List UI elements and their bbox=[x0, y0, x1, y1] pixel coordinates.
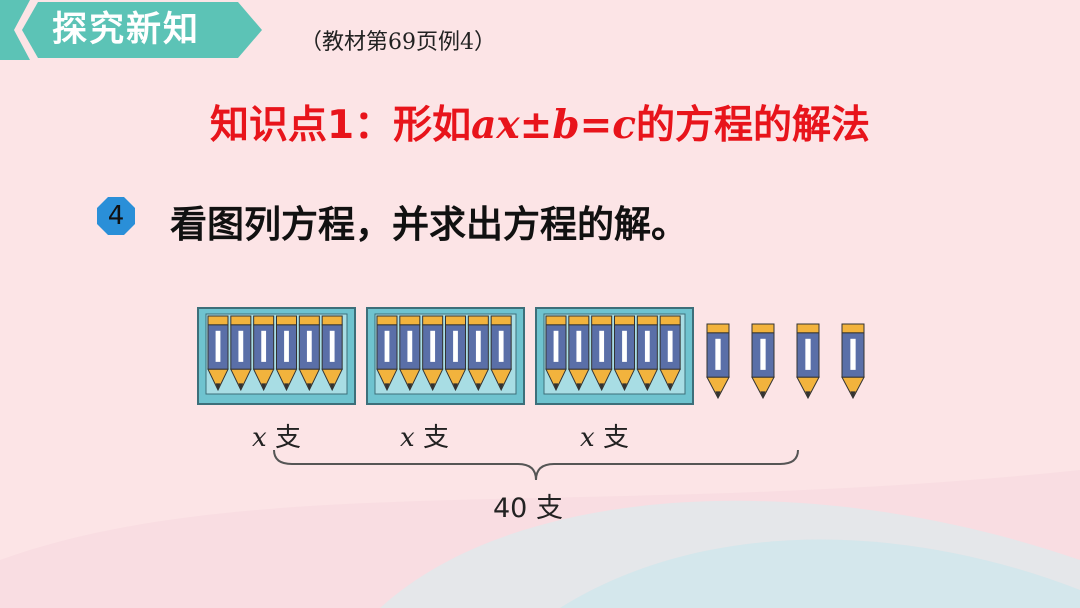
problem-text: 看图列方程，并求出方程的解。 bbox=[170, 203, 688, 246]
pencil bbox=[321, 315, 343, 392]
title-var-b: b bbox=[552, 102, 580, 148]
pencil-boxes-illustration bbox=[197, 307, 865, 405]
pencil bbox=[613, 315, 636, 392]
box-label-3: x 支 bbox=[580, 417, 629, 454]
pencil bbox=[298, 315, 321, 392]
loose-pencil bbox=[796, 323, 820, 400]
pencil bbox=[230, 315, 252, 392]
pencil bbox=[659, 315, 681, 392]
knowledge-point-title: 知识点1：形如ax±b=c的方程的解法 bbox=[0, 94, 1080, 150]
pencil bbox=[275, 315, 298, 392]
pencil bbox=[252, 315, 275, 392]
pencil bbox=[490, 315, 512, 392]
label-var: x bbox=[580, 423, 595, 453]
title-eq: = bbox=[579, 103, 613, 148]
total-count-label: 40 支 bbox=[493, 493, 563, 524]
pencil bbox=[376, 315, 398, 392]
box-label-1: x 支 bbox=[252, 417, 301, 454]
label-unit: 支 bbox=[274, 423, 301, 453]
pencil bbox=[207, 315, 229, 392]
pencil bbox=[545, 315, 567, 392]
pencil bbox=[636, 315, 659, 392]
box-label-2: x 支 bbox=[400, 417, 449, 454]
section-banner-label: 探究新知 bbox=[52, 10, 201, 50]
loose-pencil bbox=[751, 323, 775, 400]
label-var: x bbox=[400, 423, 415, 453]
label-unit: 支 bbox=[602, 423, 629, 453]
total-brace bbox=[273, 449, 799, 481]
title-prefix: 知识点1：形如 bbox=[209, 103, 472, 148]
loose-pencil bbox=[706, 323, 730, 400]
label-unit: 支 bbox=[422, 423, 449, 453]
loose-pencil bbox=[841, 323, 865, 400]
problem-number: 4 bbox=[107, 201, 125, 231]
pencil bbox=[590, 315, 613, 392]
textbook-reference: （教材第69页例4） bbox=[300, 30, 496, 55]
pencil bbox=[399, 315, 421, 392]
pencil bbox=[467, 315, 490, 392]
label-var: x bbox=[252, 423, 267, 453]
pencil bbox=[444, 315, 467, 392]
title-suffix: 的方程的解法 bbox=[636, 103, 871, 148]
pencil bbox=[421, 315, 444, 392]
pencil bbox=[568, 315, 590, 392]
title-op: ± bbox=[519, 103, 553, 148]
problem-number-badge bbox=[97, 197, 135, 235]
title-var-ax: ax bbox=[471, 102, 520, 148]
section-banner bbox=[0, 0, 262, 60]
title-var-c: c bbox=[612, 102, 637, 148]
